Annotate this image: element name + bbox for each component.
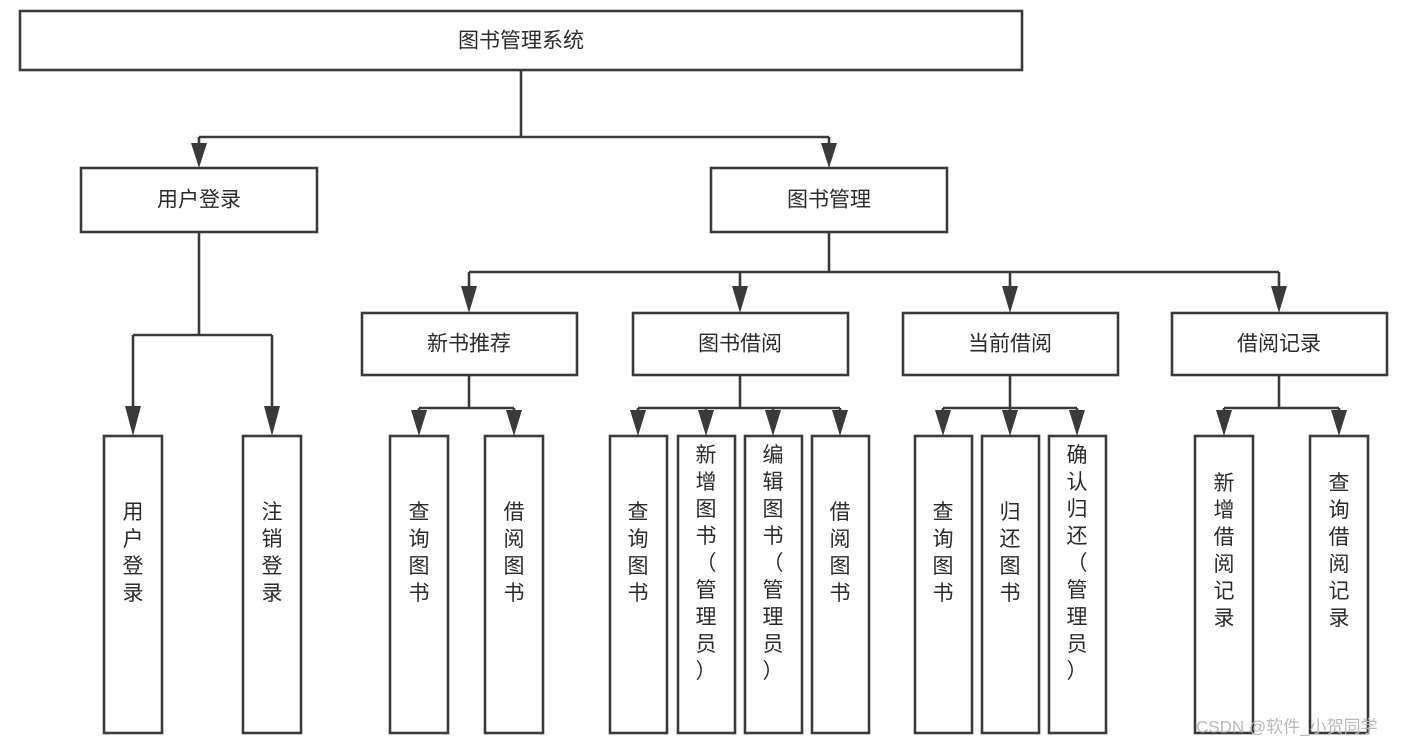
connector-group-current-borrow — [935, 375, 1085, 436]
node-leaf-borrow-book-recommend[interactable]: 借阅图书 — [483, 434, 545, 735]
connector-group-user-login — [125, 232, 280, 436]
arrow-head-leaf-query-book-recommend — [411, 410, 427, 436]
arrow-head-borrow-records — [1271, 286, 1287, 313]
node-borrow-records[interactable]: 借阅记录 — [1170, 311, 1389, 377]
node-book-management[interactable]: 图书管理 — [709, 166, 949, 234]
node-book-borrow[interactable]: 图书借阅 — [631, 311, 850, 377]
node-leaf-logout[interactable]: 注销登录 — [241, 434, 303, 735]
node-book-management-label: 图书管理 — [787, 189, 871, 212]
node-leaf-query-book-recommend-label: 查询图书 — [409, 501, 430, 605]
node-leaf-borrow-book-box[interactable] — [810, 434, 871, 735]
node-leaf-borrow-book[interactable]: 借阅图书 — [810, 434, 871, 735]
node-leaf-edit-book-admin-label: 编辑图书（管理员） — [763, 444, 784, 683]
node-leaf-edit-book-admin-box[interactable] — [743, 434, 804, 735]
node-leaf-query-book-current[interactable]: 查询图书 — [913, 434, 974, 735]
node-current-borrow-box[interactable] — [901, 311, 1120, 377]
arrow-head-leaf-query-borrow-record — [1331, 410, 1347, 436]
node-new-book-recommend[interactable]: 新书推荐 — [360, 311, 579, 377]
node-leaf-confirm-return-admin-label: 确认归还（管理员） — [1067, 444, 1088, 683]
node-leaf-user-login-label: 用户登录 — [123, 501, 144, 605]
arrow-head-new-book-recommend — [461, 286, 477, 313]
connector-group-borrow-records — [1216, 375, 1347, 436]
connector-group-new-book-recommend — [411, 375, 522, 436]
connector-group-book-management — [461, 232, 1287, 313]
node-root-label: 图书管理系统 — [458, 30, 584, 53]
arrow-head-leaf-logout — [264, 406, 280, 436]
node-leaf-return-book-label: 归还图书 — [1000, 501, 1021, 605]
node-leaf-logout-box[interactable] — [241, 434, 303, 735]
node-leaf-query-book-recommend[interactable]: 查询图书 — [388, 434, 450, 735]
node-leaf-query-book-current-box[interactable] — [913, 434, 974, 735]
arrow-head-user-login — [191, 143, 207, 168]
connector-group-root — [191, 70, 837, 168]
node-current-borrow-label: 当前借阅 — [968, 333, 1052, 356]
node-leaf-query-borrow-record-label: 查询借阅记录 — [1329, 472, 1350, 630]
node-leaf-borrow-book-label: 借阅图书 — [830, 501, 851, 605]
node-leaf-borrow-book-recommend-label: 借阅图书 — [504, 501, 525, 605]
node-book-borrow-label: 图书借阅 — [698, 333, 782, 356]
node-borrow-records-box[interactable] — [1170, 311, 1389, 377]
node-leaf-user-login-box[interactable] — [102, 434, 164, 735]
arrow-head-leaf-borrow-book — [832, 410, 848, 436]
node-leaf-confirm-return-admin[interactable]: 确认归还（管理员） — [1047, 434, 1108, 735]
node-user-login-label: 用户登录 — [157, 189, 241, 212]
node-new-book-recommend-box[interactable] — [360, 311, 579, 377]
arrow-head-leaf-query-book-borrow — [630, 410, 646, 436]
arrow-head-current-borrow — [1002, 286, 1018, 313]
arrow-head-leaf-add-book-admin — [698, 410, 714, 436]
arrow-head-leaf-add-borrow-record — [1216, 410, 1232, 436]
arrow-head-book-borrow — [732, 286, 748, 313]
arrow-head-leaf-borrow-book-recommend — [506, 410, 522, 436]
node-leaf-add-book-admin-box[interactable] — [676, 434, 737, 735]
node-leaf-edit-book-admin[interactable]: 编辑图书（管理员） — [743, 434, 804, 735]
node-leaf-add-book-admin-label: 新增图书（管理员） — [696, 444, 717, 683]
node-borrow-records-label: 借阅记录 — [1237, 333, 1321, 356]
node-leaf-query-book-recommend-box[interactable] — [388, 434, 450, 735]
arrow-head-leaf-query-book-current — [935, 410, 951, 436]
node-leaf-query-borrow-record-box[interactable] — [1308, 434, 1370, 735]
node-root[interactable]: 图书管理系统 — [18, 9, 1024, 72]
arrow-head-leaf-return-book — [1002, 410, 1018, 436]
node-leaf-user-login[interactable]: 用户登录 — [102, 434, 164, 735]
node-leaf-add-borrow-record[interactable]: 新增借阅记录 — [1193, 434, 1255, 735]
node-book-management-box[interactable] — [709, 166, 949, 234]
node-root-box[interactable] — [18, 9, 1024, 72]
node-leaf-borrow-book-recommend-box[interactable] — [483, 434, 545, 735]
connector-group-book-borrow — [630, 375, 848, 436]
arrow-head-leaf-user-login — [125, 406, 141, 436]
node-current-borrow[interactable]: 当前借阅 — [901, 311, 1120, 377]
node-leaf-add-book-admin[interactable]: 新增图书（管理员） — [676, 434, 737, 735]
node-user-login-box[interactable] — [79, 166, 319, 234]
node-leaf-query-borrow-record[interactable]: 查询借阅记录 — [1308, 434, 1370, 735]
node-new-book-recommend-label: 新书推荐 — [427, 333, 511, 356]
node-leaf-add-borrow-record-box[interactable] — [1193, 434, 1255, 735]
node-leaf-logout-label: 注销登录 — [262, 501, 283, 605]
node-user-login[interactable]: 用户登录 — [79, 166, 319, 234]
node-leaf-query-book-borrow-box[interactable] — [608, 434, 669, 735]
node-leaf-add-borrow-record-label: 新增借阅记录 — [1214, 472, 1235, 630]
arrow-head-leaf-edit-book-admin — [765, 410, 781, 436]
csdn-watermark: CSDN @软件_小贺同学 — [1196, 717, 1378, 736]
arrow-head-leaf-confirm-return-admin — [1069, 410, 1085, 436]
node-book-borrow-box[interactable] — [631, 311, 850, 377]
node-leaf-query-book-current-label: 查询图书 — [933, 501, 954, 605]
node-leaf-query-book-borrow[interactable]: 查询图书 — [608, 434, 669, 735]
node-leaf-return-book[interactable]: 归还图书 — [980, 434, 1041, 735]
node-leaf-confirm-return-admin-box[interactable] — [1047, 434, 1108, 735]
arrow-head-book-management — [821, 143, 837, 168]
node-leaf-query-book-borrow-label: 查询图书 — [628, 501, 649, 605]
node-leaf-return-book-box[interactable] — [980, 434, 1041, 735]
